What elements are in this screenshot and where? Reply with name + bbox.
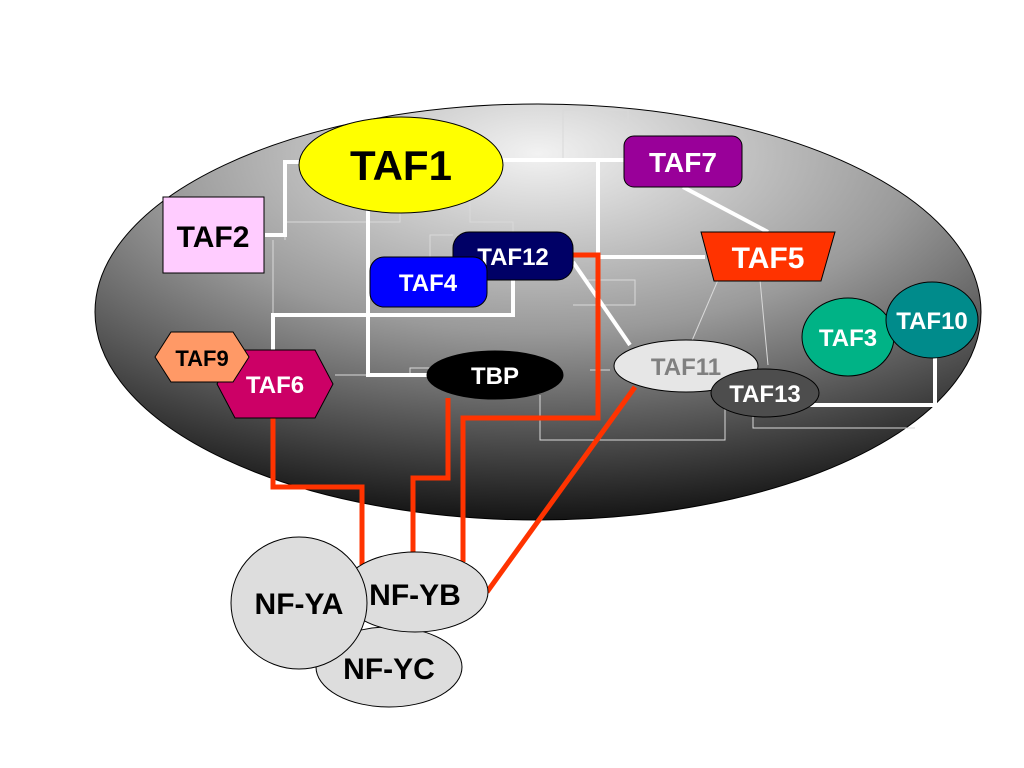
node-taf5: TAF5 — [700, 231, 836, 282]
taf3-label: TAF3 — [819, 325, 877, 352]
node-taf4: TAF4 — [369, 256, 488, 308]
nf-yc-label: NF-YC — [343, 653, 435, 686]
link-taf4-taf6 — [271, 280, 515, 350]
link-taf1-taf5 — [503, 158, 705, 259]
taf5-label: TAF5 — [732, 242, 805, 275]
node-taf1: TAF1 — [298, 116, 504, 214]
node-taf13: TAF13 — [710, 368, 820, 418]
link-taf1-tbp — [366, 205, 430, 377]
node-taf10: TAF10 — [885, 281, 979, 359]
taf1-label: TAF1 — [350, 142, 452, 189]
nf-yb-label: NF-YB — [369, 579, 461, 612]
link-taf6-nfya — [270, 418, 365, 565]
taf4-label: TAF4 — [399, 270, 458, 297]
link-taf7-taf5 — [682, 185, 769, 234]
node-taf6: TAF6 — [216, 349, 334, 419]
taf2-shape — [162, 196, 265, 274]
node-nf-yc: NF-YC — [315, 626, 463, 708]
taf10-shape — [885, 281, 979, 359]
taf2-label: TAF2 — [177, 221, 250, 254]
node-tbp: TBP — [426, 350, 564, 400]
link-taf1-taf2 — [265, 160, 300, 237]
link-tbp-nfyb — [410, 398, 451, 555]
taf13-label: TAF13 — [729, 381, 801, 408]
taf10-label: TAF10 — [896, 308, 968, 335]
node-taf3: TAF3 — [801, 297, 895, 377]
tbp-shape — [426, 350, 564, 400]
taf9-shape — [154, 331, 250, 383]
taf7-label: TAF7 — [649, 147, 717, 178]
taf11-label: TAF11 — [651, 354, 721, 381]
taf13-shape — [710, 368, 820, 418]
taf9-label: TAF9 — [175, 346, 228, 371]
node-nf-ya: NF-YA — [230, 536, 368, 670]
node-taf2: TAF2 — [162, 196, 265, 274]
link-taf12-nfyb — [460, 252, 601, 562]
node-nf-yb: NF-YB — [341, 551, 489, 633]
taf12-label: TAF12 — [477, 244, 549, 271]
taf6-label: TAF6 — [246, 372, 304, 399]
tbp-label: TBP — [471, 363, 519, 390]
taf1-shape — [298, 116, 504, 214]
link-taf12-taf11 — [571, 260, 632, 347]
nf-ya-shape — [230, 536, 368, 670]
white-interaction-lines — [265, 158, 937, 407]
link-taf13-taf10 — [804, 358, 937, 407]
node-taf7: TAF7 — [623, 135, 743, 188]
taf7-shape — [623, 135, 743, 188]
link-taf11-nfyb — [484, 385, 638, 594]
node-taf9: TAF9 — [154, 331, 250, 383]
nf-ya-label: NF-YA — [255, 588, 344, 621]
taf4-shape — [369, 256, 488, 308]
taf5-shape — [700, 231, 836, 282]
red-interaction-lines — [270, 252, 638, 594]
